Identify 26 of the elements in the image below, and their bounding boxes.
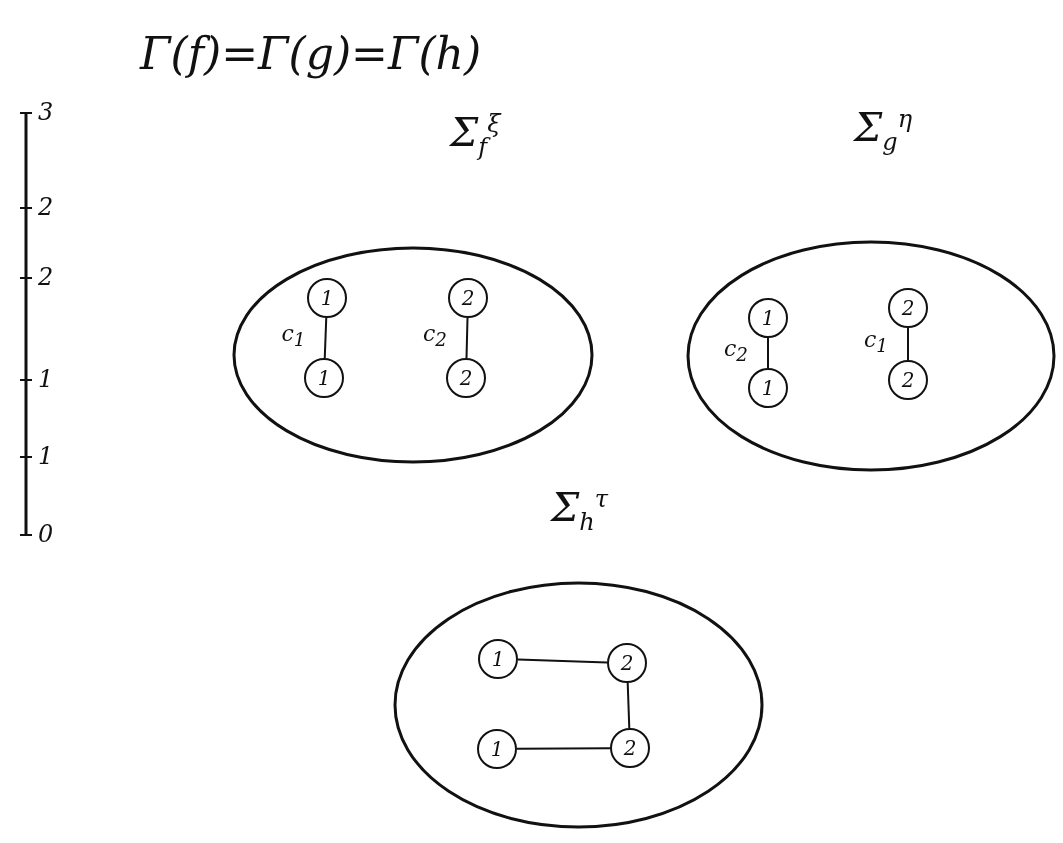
scale-label: 0 bbox=[38, 522, 54, 546]
vertex-circle: 2 bbox=[888, 360, 928, 400]
vertex-circle: 1 bbox=[307, 278, 347, 318]
connector-line bbox=[626, 682, 631, 729]
vertex-circle: 2 bbox=[610, 728, 650, 768]
connector-line bbox=[323, 317, 328, 359]
connector-line bbox=[465, 317, 469, 359]
scale-label: 1 bbox=[38, 367, 54, 391]
vertex-circle: 1 bbox=[304, 358, 344, 398]
connector-line bbox=[517, 658, 608, 664]
vertex-circle: 1 bbox=[477, 729, 517, 769]
vertex-circle: 1 bbox=[478, 639, 518, 679]
connector-line bbox=[907, 327, 909, 361]
formula-title: Γ(f)=Γ(g)=Γ(h) bbox=[140, 30, 482, 79]
vertex-circle: 2 bbox=[607, 643, 647, 683]
scale-label: 3 bbox=[38, 100, 54, 124]
vertex-circle: 2 bbox=[888, 288, 928, 328]
scale-label: 2 bbox=[38, 195, 54, 219]
connector-line bbox=[516, 747, 611, 750]
scale-label: 2 bbox=[38, 265, 54, 289]
vertex-circle: 2 bbox=[446, 358, 486, 398]
vertex-circle: 2 bbox=[448, 278, 488, 318]
scale-label: 1 bbox=[38, 444, 54, 468]
connector-line bbox=[767, 337, 769, 369]
vertex-circle: 1 bbox=[748, 368, 788, 408]
vertex-circle: 1 bbox=[748, 298, 788, 338]
